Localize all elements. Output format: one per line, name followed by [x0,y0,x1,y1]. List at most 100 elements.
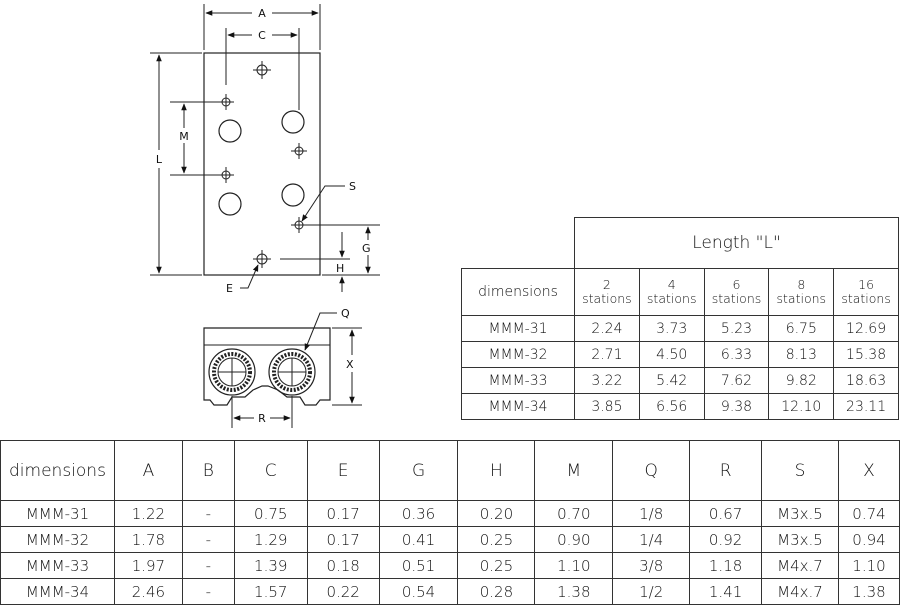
dim-cell: - [181,500,235,527]
dim-column-header: Q [612,440,691,501]
dim-cell: 0.90 [534,526,614,553]
length-cell: 9.38 [703,393,770,420]
model-cell: MMM-32 [461,341,575,368]
dim-cell: 0.22 [306,578,380,605]
length-cell: 3.73 [638,315,705,342]
label-l: L [156,153,163,166]
length-cell: 6.56 [638,393,705,420]
label-x: X [346,358,354,371]
end-view-dimensions [231,312,362,428]
dim-cell: 0.70 [534,500,614,527]
length-cell: 6.33 [703,341,770,368]
length-cell: 5.23 [703,315,770,342]
length-cell: 2.71 [574,341,640,368]
end-view-ports [208,348,316,396]
length-cell: 12.10 [768,393,835,420]
label-q: Q [341,307,350,320]
dim-cell: 0.17 [306,500,380,527]
dimensions-table: dimensions A B C E G H M Q R S X MMM-31 … [0,440,900,605]
dim-cell: M4x.7 [761,578,839,605]
label-e: E [226,282,233,295]
label-s: S [349,180,356,193]
mount-hole [218,167,234,183]
dim-cell: 0.20 [457,500,536,527]
dim-column-header: M [534,440,614,501]
manifold-drawing: A C L M S G H E Q X R [150,4,380,428]
dim-column-header: S [761,440,839,501]
dim-column-header: C [233,440,308,501]
dim-cell: 1.29 [233,526,308,553]
dim-cell: 1/2 [612,578,691,605]
model-cell: MMM-31 [461,315,575,342]
dim-cell: 1.10 [837,552,900,579]
port-hole [281,110,305,134]
dim-cell: 0.67 [689,500,763,527]
length-table-corner [461,217,575,269]
dim-cell: 0.74 [837,500,900,527]
dimension-lines [150,4,380,292]
dim-column-header: X [837,440,900,501]
mount-hole [253,250,271,268]
port-hole [218,119,242,143]
dim-cell: 1.39 [233,552,308,579]
length-table-title: Length "L" [574,217,899,269]
table-row: MMM-34 2.46 - 1.57 0.22 0.54 0.28 1.38 1… [0,578,900,605]
table-row: MMM-31 1.22 - 0.75 0.17 0.36 0.20 0.70 1… [0,500,900,527]
table-row: MMM-32 1.78 - 1.29 0.17 0.41 0.25 0.90 1… [0,526,900,553]
table-row: MMM-31 2.24 3.73 5.23 6.75 12.69 [461,315,899,342]
dim-cell: M3x.5 [761,526,839,553]
dim-cell: 1.41 [689,578,763,605]
dim-cell: 3/8 [612,552,691,579]
label-h: H [336,262,344,275]
model-cell: MMM-34 [0,578,115,605]
dim-column-header: A [113,440,183,501]
dim-cell: 0.94 [837,526,900,553]
dim-cell: 1.10 [534,552,614,579]
dim-cell: 0.92 [689,526,763,553]
dim-cell: 1.38 [534,578,614,605]
top-view-outline [203,52,321,276]
top-view [203,52,321,276]
length-cell: 5.42 [638,367,705,394]
label-m: M [179,130,189,143]
model-cell: MMM-34 [461,393,575,420]
dim-cell: 0.25 [457,526,536,553]
dim-cell: 0.36 [378,500,459,527]
end-view-outline [203,327,331,406]
dim-column-header: G [378,440,459,501]
dim-cell: 0.41 [378,526,459,553]
dim-column-header: B [181,440,235,501]
dim-cell: 1.57 [233,578,308,605]
dim-column-header: R [689,440,763,501]
dim-cell: - [181,552,235,579]
dim-cell: 1.78 [113,526,183,553]
length-table-row-header: dimensions [461,268,575,316]
label-r: R [258,412,266,425]
port-holes [218,110,305,216]
table-row: MMM-34 3.85 6.56 9.38 12.10 23.11 [461,393,899,420]
dim-cell: 2.46 [113,578,183,605]
length-cell: 3.85 [574,393,640,420]
length-cell: 18.63 [833,367,899,394]
length-cell: 3.22 [574,367,640,394]
length-cell: 15.38 [833,341,899,368]
model-cell: MMM-33 [0,552,115,579]
length-cell: 8.13 [768,341,835,368]
length-cell: 2.24 [574,315,640,342]
dim-cell: - [181,578,235,605]
length-cell: 9.82 [768,367,835,394]
length-cell: 6.75 [768,315,835,342]
mount-hole [291,143,307,159]
table-row: MMM-32 2.71 4.50 6.33 8.13 15.38 [461,341,899,368]
dims-table-row-header: dimensions [0,440,115,501]
label-g: G [362,242,371,255]
dim-cell: 0.17 [306,526,380,553]
port-hole [281,183,305,207]
threaded-port [268,348,316,396]
model-cell: MMM-33 [461,367,575,394]
dim-cell: 0.18 [306,552,380,579]
label-a: A [258,7,266,20]
